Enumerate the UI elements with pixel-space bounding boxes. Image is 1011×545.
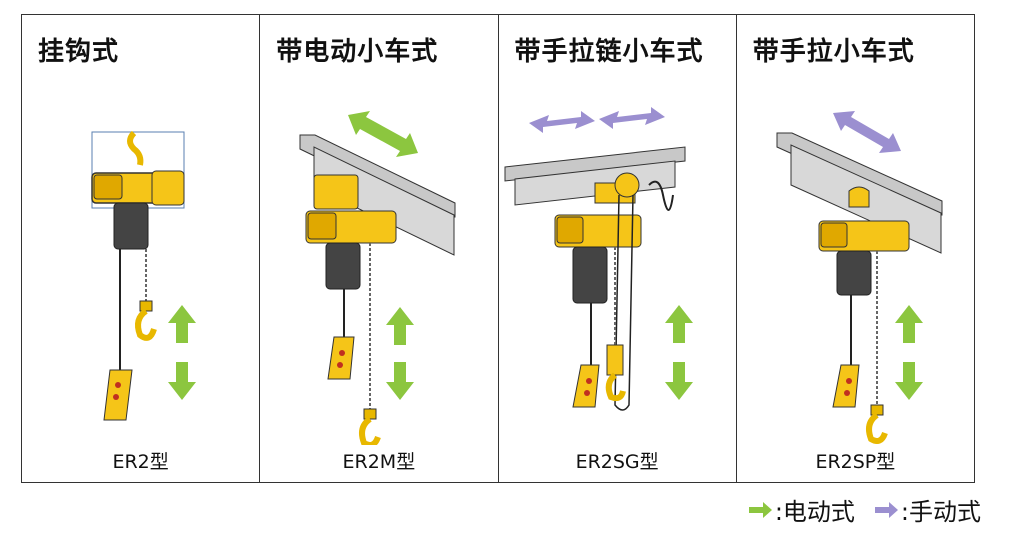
panel-title: 挂钩式	[38, 37, 120, 67]
legend-manual: :手动式	[873, 492, 981, 527]
green-arrow-icon	[748, 501, 772, 518]
plain-trolley-hoist-illustration	[776, 111, 943, 444]
geared-trolley-hoist-illustration	[504, 107, 693, 411]
panel-electric-trolley: 带电动小车式 ER2M型	[260, 15, 499, 482]
panel-model-label: ER2SG型	[575, 451, 659, 473]
panel-title: 带手拉小车式	[752, 37, 915, 67]
panel-model-label: ER2M型	[342, 451, 416, 473]
panel-hook-type: 挂钩式 ER2型	[22, 15, 261, 482]
panel-geared-trolley: 带手拉链小车式	[499, 15, 737, 482]
purple-arrow-icon	[874, 501, 898, 518]
legend-electric: :电动式	[747, 492, 855, 527]
hoist-type-grid: 挂钩式 ER2型 带电动小车式	[21, 14, 975, 483]
panel-title: 带电动小车式	[276, 37, 439, 67]
hook-hoist-illustration	[91, 130, 196, 421]
panel-model-label: ER2SP型	[815, 451, 896, 473]
electric-trolley-hoist-illustration	[299, 111, 456, 445]
legend: :电动式 :手动式	[729, 492, 981, 527]
panel-model-label: ER2型	[112, 451, 169, 473]
panel-title: 带手拉链小车式	[514, 37, 704, 67]
legend-manual-label: :手动式	[900, 498, 981, 526]
panel-plain-trolley: 带手拉小车式 ER2SP型	[737, 15, 974, 482]
legend-electric-label: :电动式	[774, 498, 855, 526]
